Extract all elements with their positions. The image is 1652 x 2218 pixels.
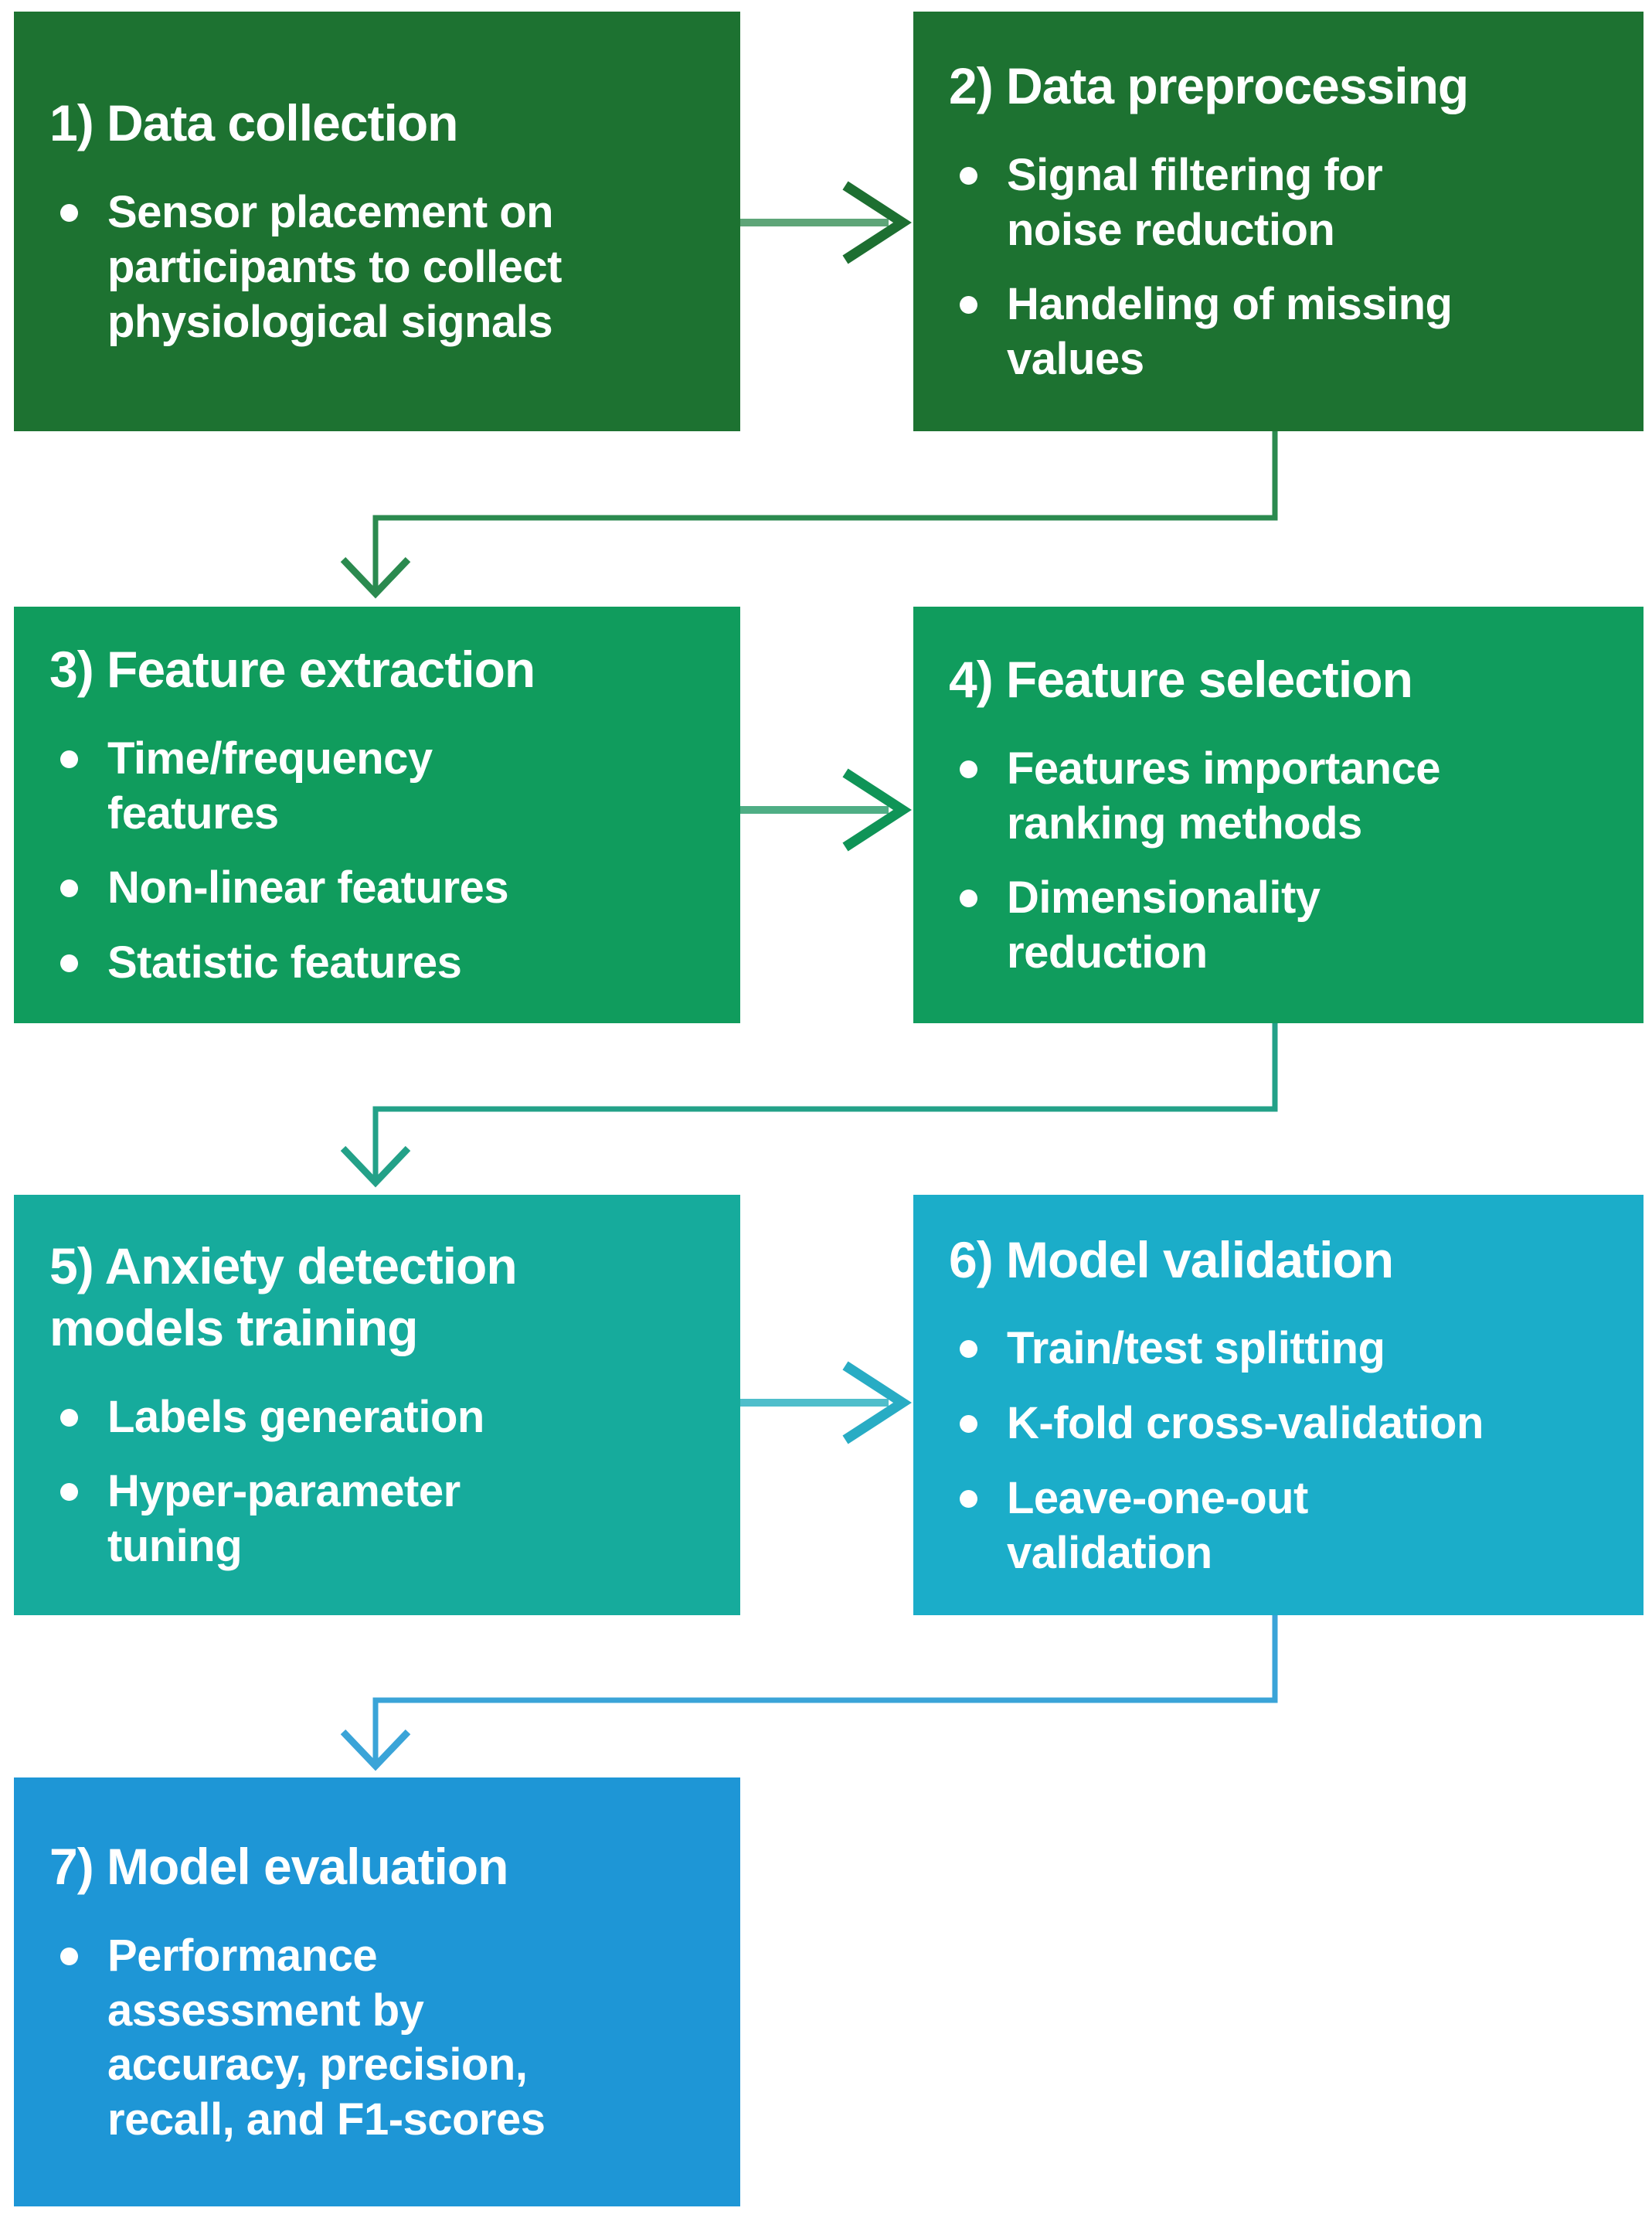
elbow-6-7 (340, 1615, 1278, 1771)
step-5-bullet-list: Labels generation Hyper-parameter tuning (49, 1390, 711, 1574)
arrow-1-2 (740, 181, 912, 264)
bullet-dot-icon (960, 1489, 977, 1508)
step-7-title: 7) Model evaluation (49, 1838, 508, 1896)
bullet-dot-icon (960, 296, 977, 315)
step-5-title: 5) Anxiety detection models training (49, 1237, 518, 1356)
list-item: Sensor placement on participants to coll… (49, 185, 711, 349)
elbow-4-5-line (372, 1023, 1278, 1182)
step-3-box: 3) Feature extraction Time/frequency fea… (14, 607, 740, 1023)
step-6-title: 6) Model validation (949, 1230, 1394, 1288)
list-item: Labels generation (49, 1390, 711, 1445)
step-2-bullet-list: Signal filtering for noise reduction Han… (949, 148, 1614, 387)
bullet-text: Features importance ranking methods (1007, 743, 1441, 849)
step-7-bullet-list: Performance assessment by accuracy, prec… (49, 1929, 711, 2148)
step-2-box: 2) Data preprocessing Signal filtering f… (913, 12, 1644, 431)
list-item: Leave-one-out validation (949, 1471, 1614, 1581)
step-2-title: 2) Data preprocessing (949, 57, 1469, 115)
list-item: Hyper-parameter tuning (49, 1464, 711, 1574)
bullet-dot-icon (60, 954, 78, 973)
bullet-dot-icon (60, 879, 78, 898)
step-6-bullet-list: Train/test splitting K-fold cross-valida… (949, 1322, 1614, 1580)
bullet-text: K-fold cross-validation (1007, 1398, 1484, 1449)
bullet-text: Handeling of missing values (1007, 279, 1453, 385)
bullet-dot-icon (960, 890, 977, 908)
arrow-3-4-head-icon (842, 768, 912, 852)
elbow-2-3-arrowhead-icon (340, 556, 411, 599)
step-6-box: 6) Model validation Train/test splitting… (913, 1195, 1644, 1615)
elbow-6-7-line (372, 1615, 1278, 1766)
bullet-text: Non-linear features (107, 862, 509, 913)
list-item: Performance assessment by accuracy, prec… (49, 1929, 711, 2148)
step-4-title: 4) Feature selection (949, 651, 1413, 709)
arrow-3-4 (740, 768, 912, 852)
bullet-dot-icon (60, 750, 78, 768)
bullet-dot-icon (60, 204, 78, 223)
list-item: Dimensionality reduction (949, 871, 1614, 981)
bullet-text: Sensor placement on participants to coll… (107, 187, 562, 347)
list-item: Train/test splitting (949, 1322, 1614, 1376)
step-1-bullet-list: Sensor placement on participants to coll… (49, 185, 711, 349)
list-item: Handeling of missing values (949, 277, 1614, 387)
list-item: Features importance ranking methods (949, 742, 1614, 852)
bullet-dot-icon (960, 1340, 977, 1359)
bullet-text: Dimensionality reduction (1007, 873, 1321, 978)
list-item: Time/frequency features (49, 732, 711, 842)
list-item: K-fold cross-validation (949, 1396, 1614, 1451)
bullet-dot-icon (60, 1483, 78, 1502)
bullet-dot-icon (60, 1947, 78, 1965)
list-item: Statistic features (49, 936, 711, 991)
bullet-text: Signal filtering for noise reduction (1007, 149, 1383, 255)
bullet-text: Performance assessment by accuracy, prec… (107, 1930, 546, 2145)
bullet-dot-icon (960, 166, 977, 185)
elbow-4-5 (340, 1023, 1278, 1188)
list-item: Non-linear features (49, 861, 711, 916)
bullet-dot-icon (960, 760, 977, 778)
step-1-box: 1) Data collection Sensor placement on p… (14, 12, 740, 431)
list-item: Signal filtering for noise reduction (949, 148, 1614, 258)
step-5-box: 5) Anxiety detection models training Lab… (14, 1195, 740, 1615)
step-3-bullet-list: Time/frequency features Non-linear featu… (49, 732, 711, 991)
bullet-text: Train/test splitting (1007, 1323, 1385, 1374)
step-4-box: 4) Feature selection Features importance… (913, 607, 1644, 1023)
arrow-5-6-head-icon (842, 1361, 912, 1444)
bullet-text: Leave-one-out validation (1007, 1472, 1308, 1578)
step-7-box: 7) Model evaluation Performance assessme… (14, 1777, 740, 2206)
step-3-title: 3) Feature extraction (49, 641, 535, 699)
arrow-1-2-head-icon (842, 181, 912, 264)
bullet-dot-icon (60, 1408, 78, 1427)
elbow-2-3-line (372, 431, 1278, 594)
bullet-text: Hyper-parameter tuning (107, 1466, 461, 1572)
elbow-4-5-arrowhead-icon (340, 1145, 411, 1188)
step-1-title: 1) Data collection (49, 94, 458, 152)
arrow-5-6 (740, 1361, 912, 1444)
bullet-dot-icon (960, 1415, 977, 1434)
bullet-text: Statistic features (107, 937, 462, 988)
bullet-text: Time/frequency features (107, 733, 433, 839)
step-4-bullet-list: Features importance ranking methods Dime… (949, 742, 1614, 981)
elbow-6-7-arrowhead-icon (340, 1729, 411, 1771)
bullet-text: Labels generation (107, 1391, 484, 1442)
elbow-2-3 (340, 431, 1278, 599)
